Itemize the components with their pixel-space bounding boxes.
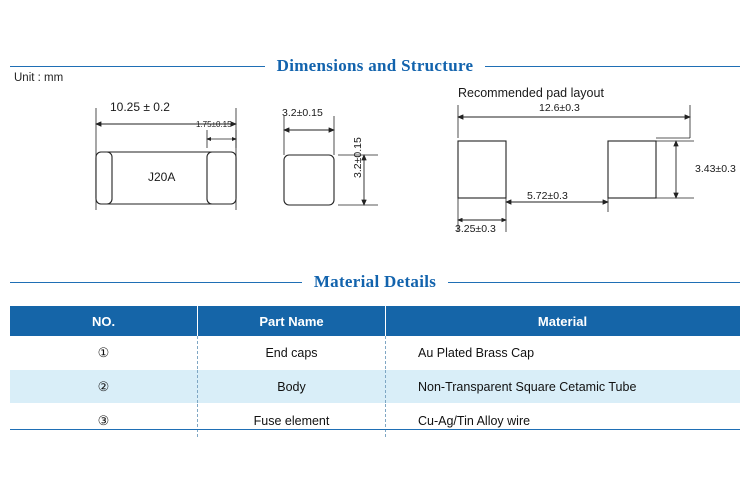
dim-pad-total-span: 12.6±0.3 bbox=[539, 102, 580, 114]
material-details-table: NO. Part Name Material ① End caps Au Pla… bbox=[10, 306, 740, 438]
row-material: Cu-Ag/Tin Alloy wire bbox=[385, 403, 740, 438]
dim-pad-height: 3.43±0.3 bbox=[695, 163, 736, 175]
row-number: ② bbox=[10, 369, 198, 404]
table-row: ① End caps Au Plated Brass Cap bbox=[10, 336, 740, 370]
header-rule-right bbox=[485, 65, 740, 67]
unit-label: Unit : mm bbox=[14, 72, 64, 84]
table-row: ③ Fuse element Cu-Ag/Tin Alloy wire bbox=[10, 403, 740, 438]
table-header-row: NO. Part Name Material bbox=[10, 306, 740, 336]
row-number: ① bbox=[10, 336, 198, 370]
column-header-part-name: Part Name bbox=[197, 306, 386, 336]
dim-end-view-height: 3.2±0.15 bbox=[352, 137, 364, 178]
table-row: ② Body Non-Transparent Square Cetamic Tu… bbox=[10, 369, 740, 404]
row-part-name: Body bbox=[197, 369, 386, 404]
material-rule-right bbox=[448, 281, 740, 283]
dim-end-view-width: 3.2±0.15 bbox=[282, 107, 323, 119]
row-material: Non-Transparent Square Cetamic Tube bbox=[385, 369, 740, 404]
dim-cap-width: 1.75±0.15 bbox=[196, 120, 232, 129]
row-part-name: Fuse element bbox=[197, 403, 386, 438]
table-bottom-rule bbox=[10, 429, 740, 430]
column-header-material: Material bbox=[385, 306, 740, 336]
header-rule-left bbox=[10, 65, 265, 67]
body-marking: J20A bbox=[148, 170, 176, 184]
dimensions-section-header: Dimensions and Structure bbox=[10, 56, 740, 76]
dimensions-section-title: Dimensions and Structure bbox=[276, 56, 474, 75]
material-section-header: Material Details bbox=[10, 272, 740, 292]
dim-pad-gap: 5.72±0.3 bbox=[527, 190, 568, 202]
column-header-no: NO. bbox=[10, 306, 198, 336]
row-number: ③ bbox=[10, 403, 198, 438]
row-part-name: End caps bbox=[197, 336, 386, 370]
material-rule-left bbox=[10, 281, 302, 283]
material-section-title: Material Details bbox=[313, 272, 437, 291]
pad-layout-title: Recommended pad layout bbox=[458, 86, 604, 100]
dim-overall-length: 10.25 ± 0.2 bbox=[110, 100, 170, 114]
row-material: Au Plated Brass Cap bbox=[385, 336, 740, 370]
drawing-area: 10.25 ± 0.2 1.75±0.15 J20A 3.2±0.15 3.2±… bbox=[0, 60, 750, 245]
dim-pad-width: 3.25±0.3 bbox=[455, 223, 496, 235]
